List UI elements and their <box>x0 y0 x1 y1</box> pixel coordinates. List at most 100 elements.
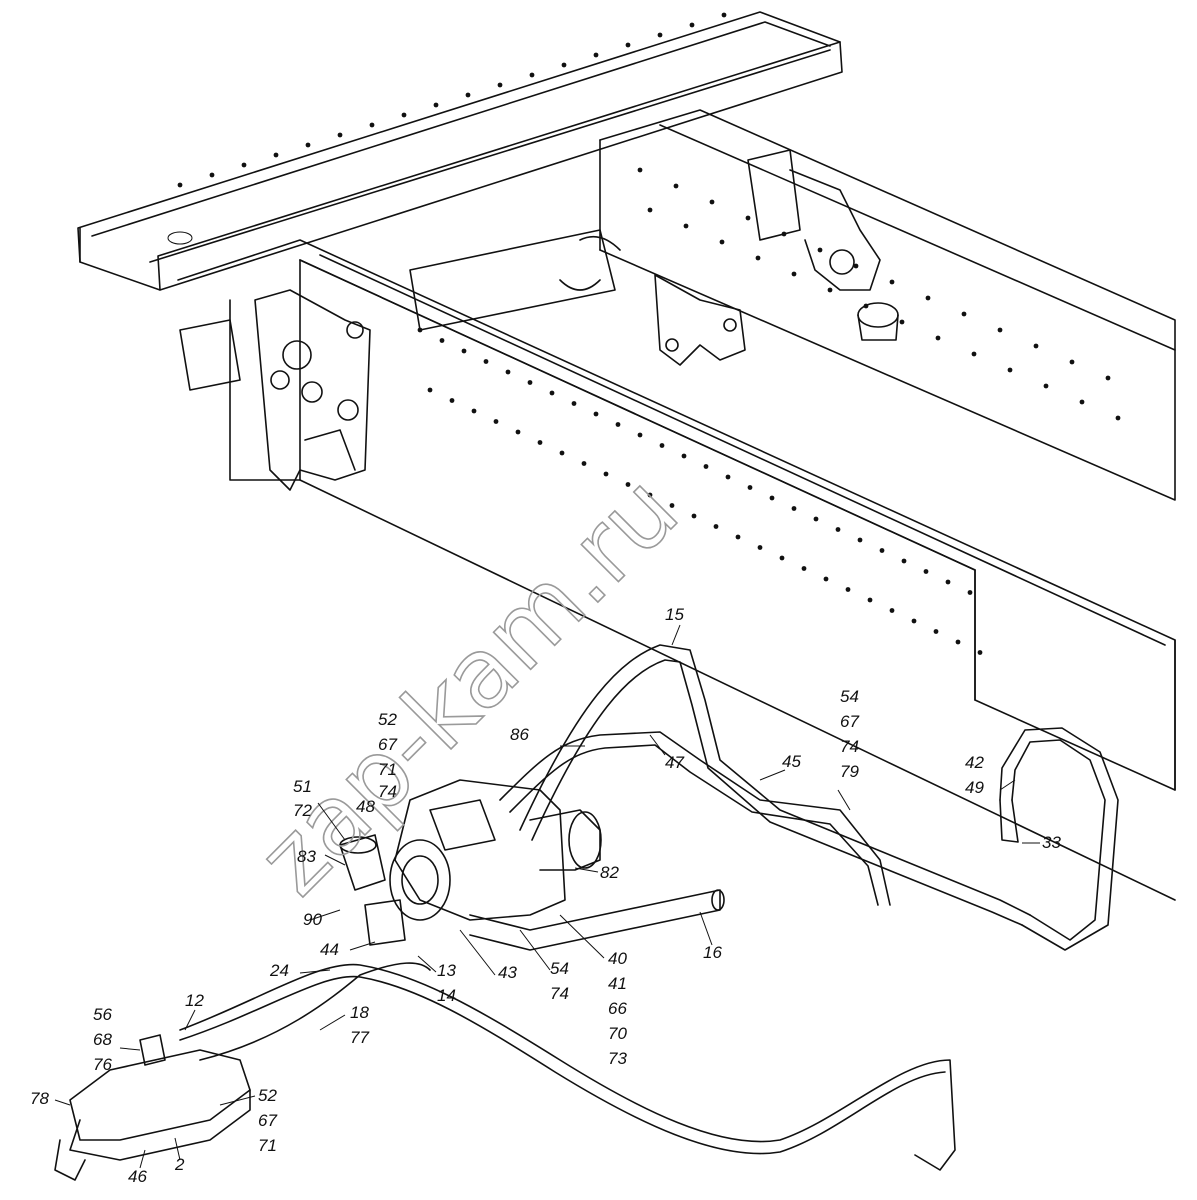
callout-83: 83 <box>297 847 316 866</box>
rail-hole <box>637 432 643 438</box>
rail-hole <box>529 72 535 78</box>
callout-49: 49 <box>965 778 984 797</box>
rail-hole <box>337 132 343 138</box>
callout-71b: 71 <box>258 1136 277 1155</box>
rail-hole <box>935 335 941 341</box>
rail-hole <box>559 450 565 456</box>
rail-hole <box>853 263 859 269</box>
rail-hole <box>549 390 555 396</box>
upper-frame-rail <box>77 11 843 291</box>
rail-hole <box>427 387 433 393</box>
leader-line <box>324 854 346 866</box>
callout-70: 70 <box>608 1024 627 1043</box>
callout-82: 82 <box>600 863 619 882</box>
rail-hole <box>977 650 983 655</box>
rail-hole <box>1079 399 1085 405</box>
rail-hole <box>955 639 961 645</box>
leader-line <box>54 1099 71 1106</box>
callout-40: 40 <box>608 949 627 968</box>
callout-74a: 74 <box>378 782 397 801</box>
leader-line <box>319 1014 346 1031</box>
leader-line <box>559 914 605 959</box>
rail-hole <box>659 443 665 448</box>
callout-74c: 74 <box>550 984 569 1003</box>
rail-hole <box>889 279 895 285</box>
rail-hole <box>755 255 761 261</box>
callout-56: 56 <box>93 1005 112 1024</box>
callout-44: 44 <box>320 940 339 959</box>
rail-hole <box>781 231 787 237</box>
heater-unit <box>339 779 725 951</box>
rail-hole <box>241 162 247 168</box>
rail-hole <box>673 183 679 189</box>
rail-hole <box>757 545 763 550</box>
callout-54b: 54 <box>550 959 569 978</box>
callout-18: 18 <box>350 1003 369 1022</box>
rail-hole <box>439 338 445 343</box>
callout-13: 13 <box>437 961 456 980</box>
fuel-lines <box>179 962 956 1171</box>
leader-line <box>671 624 681 646</box>
rail-hole <box>449 398 455 403</box>
rail-hole <box>1043 383 1049 389</box>
callout-42: 42 <box>965 753 984 772</box>
rail-hole <box>857 537 863 543</box>
leader-line <box>459 929 496 976</box>
rail-hole <box>1069 359 1075 365</box>
rail-hole <box>961 311 967 317</box>
callout-14: 14 <box>437 986 456 1005</box>
leader-line <box>119 1047 141 1051</box>
callout-52a: 52 <box>378 710 397 729</box>
callout-52b: 52 <box>258 1086 277 1105</box>
rail-hole <box>461 348 467 354</box>
leader-line <box>759 769 786 781</box>
rail-hole <box>879 548 885 553</box>
callout-67c: 67 <box>258 1111 277 1130</box>
leader-line <box>184 1009 196 1031</box>
rail-hole <box>835 527 841 532</box>
rail-hole <box>703 464 709 469</box>
rail-hole <box>505 369 511 375</box>
leader-line <box>999 779 1016 791</box>
callout-51: 51 <box>293 777 312 796</box>
rail-hole <box>719 239 725 245</box>
rail-hole <box>691 513 697 519</box>
leader-line <box>309 909 341 921</box>
callout-71a: 71 <box>378 760 397 779</box>
rail-hole <box>647 207 653 213</box>
cross-member <box>409 229 621 331</box>
leader-line <box>317 802 346 841</box>
fuel-tank <box>54 1034 251 1181</box>
rail-hole <box>581 461 587 466</box>
callout-86: 86 <box>510 725 529 744</box>
callout-33: 33 <box>1042 833 1061 852</box>
rail-hole <box>769 495 775 501</box>
rail-hole <box>813 516 819 522</box>
rail-hole <box>177 182 183 188</box>
rail-hole <box>823 576 829 582</box>
spring-bracket <box>179 289 371 491</box>
leader-line <box>417 955 437 973</box>
leader-line <box>219 1095 256 1106</box>
callout-54a: 54 <box>840 687 859 706</box>
rail-hole <box>647 492 653 498</box>
rail-hole <box>933 629 939 634</box>
leader-line <box>519 929 551 971</box>
leader-line <box>574 867 599 873</box>
rail-hole <box>1007 367 1013 373</box>
callout-16: 16 <box>703 943 722 962</box>
middle-bracket <box>654 274 746 366</box>
rail-hole <box>863 303 869 309</box>
callout-74b: 74 <box>840 737 859 756</box>
rail-hole <box>417 327 423 333</box>
callout-77: 77 <box>350 1028 369 1047</box>
callout-45: 45 <box>782 752 801 771</box>
rail-hole <box>401 112 407 118</box>
rail-hole <box>709 199 715 205</box>
rail-hole <box>911 618 917 624</box>
rail-hole <box>845 587 851 592</box>
callout-41: 41 <box>608 974 627 993</box>
rail-holes <box>177 12 1121 655</box>
rail-hole <box>537 440 543 445</box>
